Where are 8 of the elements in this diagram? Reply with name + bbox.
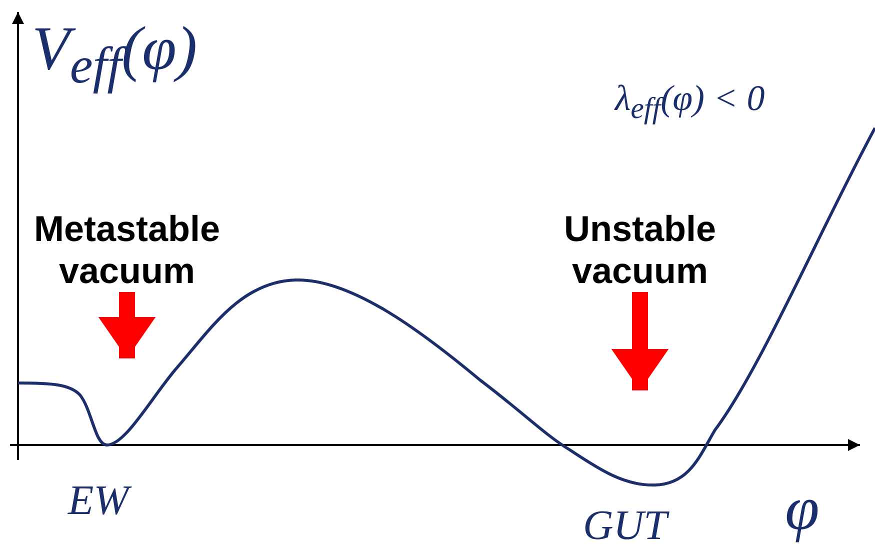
arrow: [98, 292, 156, 358]
annotation-text: Metastable vacuum: [0, 208, 254, 292]
axis-tick-label: GUT: [583, 505, 668, 547]
arrow: [611, 292, 669, 390]
annotation-text: Unstable vacuum: [510, 208, 770, 292]
condition-text: λ$_{eff}$(φ) < 0: [615, 80, 765, 124]
axis-label: φ: [785, 478, 820, 540]
axis-label: V$_{eff}$(φ): [32, 18, 198, 92]
